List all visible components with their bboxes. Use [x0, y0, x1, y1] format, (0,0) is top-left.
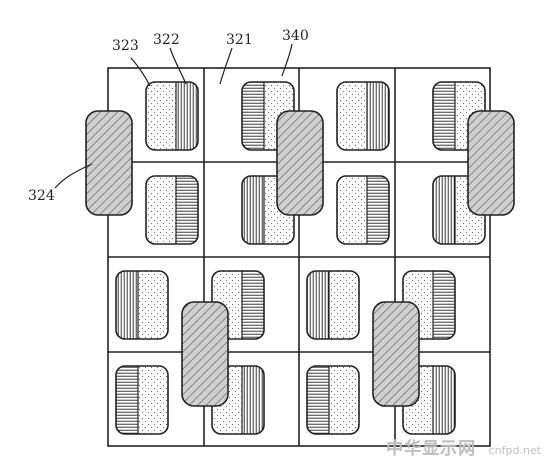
shared-subpixel — [85, 110, 133, 216]
subpixel-outline — [336, 175, 390, 245]
vertical-striped-subpixel — [367, 82, 389, 150]
label-321: 321 — [226, 32, 253, 48]
subpixel-outline — [306, 270, 360, 340]
leader-324 — [54, 163, 93, 189]
horizontal-striped-subpixel — [116, 366, 138, 434]
subpixel-cell — [145, 81, 199, 151]
subpixel-cell — [336, 175, 390, 245]
subpixel-cell — [306, 270, 360, 340]
vertical-striped-subpixel — [433, 366, 455, 434]
horizontal-striped-subpixel — [176, 176, 198, 244]
vertical-striped-subpixel — [433, 176, 455, 244]
watermark-url: cnfpd.net — [488, 444, 541, 457]
subpixel-outline — [115, 270, 169, 340]
reference-labels: 323 322 321 340 324 — [28, 28, 309, 204]
leader-321 — [219, 47, 233, 85]
watermark-title: 中华显示网 — [386, 439, 477, 459]
label-340: 340 — [282, 28, 309, 44]
subpixel-outline — [115, 365, 169, 435]
leader-lines — [54, 43, 293, 189]
subpixel-outline — [306, 365, 360, 435]
horizontal-striped-subpixel — [367, 176, 389, 244]
subpixel-cell — [115, 365, 169, 435]
subpixel-group — [115, 81, 486, 435]
horizontal-striped-subpixel — [433, 82, 455, 150]
vertical-striped-subpixel — [176, 82, 198, 150]
shared-subpixel-group — [85, 110, 515, 407]
subpixel-outline — [145, 175, 199, 245]
subpixel-outline — [336, 81, 390, 151]
vertical-striped-subpixel — [116, 271, 138, 339]
shared-subpixel — [181, 301, 229, 407]
shared-subpixel — [276, 110, 324, 216]
horizontal-striped-subpixel — [307, 366, 329, 434]
leader-340 — [281, 43, 293, 77]
subpixel-outline — [145, 81, 199, 151]
subpixel-cell — [336, 81, 390, 151]
watermark: 中华显示网 cnfpd.net — [386, 434, 541, 459]
horizontal-striped-subpixel — [433, 271, 455, 339]
vertical-striped-subpixel — [242, 176, 264, 244]
subpixel-cell — [432, 175, 486, 245]
leader-322 — [169, 47, 187, 85]
label-324: 324 — [28, 188, 55, 204]
subpixel-cell — [115, 270, 169, 340]
shared-subpixel — [372, 301, 420, 407]
horizontal-striped-subpixel — [242, 82, 264, 150]
leader-323 — [130, 57, 151, 87]
subpixel-cell — [306, 365, 360, 435]
shared-subpixel — [467, 110, 515, 216]
vertical-striped-subpixel — [242, 366, 264, 434]
label-322: 322 — [153, 32, 180, 48]
horizontal-striped-subpixel — [242, 271, 264, 339]
subpixel-cell — [145, 175, 199, 245]
label-323: 323 — [112, 38, 139, 54]
vertical-striped-subpixel — [307, 271, 329, 339]
